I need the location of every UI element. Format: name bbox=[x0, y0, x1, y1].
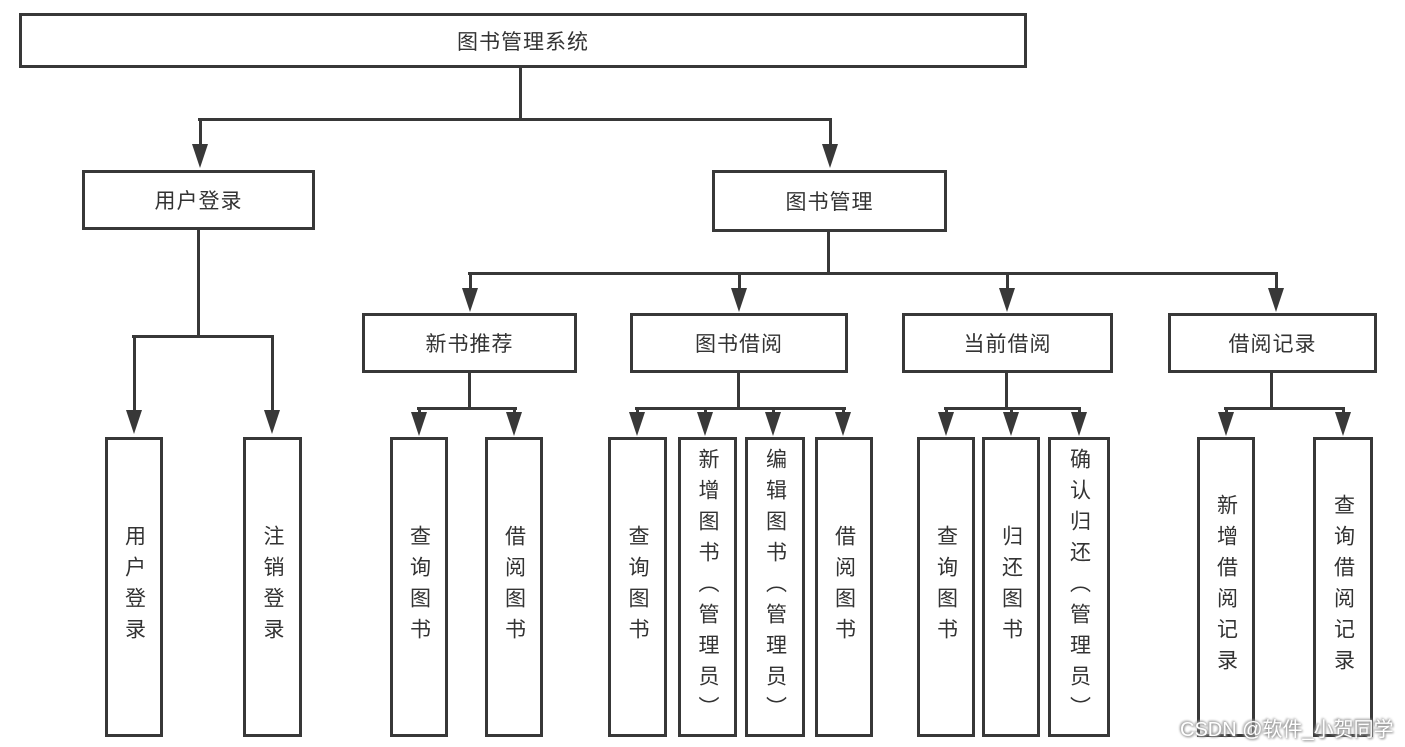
arrow-down-icon bbox=[938, 409, 954, 436]
arrow-down-icon bbox=[835, 409, 851, 436]
connector-vline bbox=[519, 68, 522, 120]
leaf-query-books-borrowing: 查询图书 bbox=[608, 437, 667, 737]
connector-vline bbox=[197, 230, 200, 337]
leaf-label: 查询借阅记录 bbox=[1331, 494, 1355, 680]
arrow-down-icon bbox=[1218, 409, 1234, 436]
node-book-management: 图书管理 bbox=[712, 170, 947, 232]
arrow-down-icon bbox=[1268, 274, 1284, 312]
arrow-down-icon bbox=[126, 337, 142, 434]
leaf-logout: 注销登录 bbox=[243, 437, 302, 737]
arrow-down-icon bbox=[822, 120, 838, 168]
node-current-borrowing: 当前借阅 bbox=[902, 313, 1113, 373]
connector-vline bbox=[1005, 373, 1008, 410]
leaf-query-books-new-book: 查询图书 bbox=[390, 437, 448, 737]
connector-vline bbox=[1270, 373, 1273, 410]
node-new-book-recommend: 新书推荐 bbox=[362, 313, 577, 373]
arrow-down-icon bbox=[1003, 409, 1019, 436]
arrow-down-icon bbox=[765, 409, 781, 436]
arrow-down-icon bbox=[411, 409, 427, 436]
connector-hline bbox=[417, 407, 517, 410]
leaf-label: 注销登录 bbox=[261, 525, 284, 649]
leaf-label: 查询图书 bbox=[934, 525, 958, 649]
leaf-label: 确认归还（管理员） bbox=[1067, 447, 1091, 727]
node-borrowing-records: 借阅记录 bbox=[1168, 313, 1377, 373]
node-user-login-branch: 用户登录 bbox=[82, 170, 315, 230]
node-library-management-system: 图书管理系统 bbox=[19, 13, 1027, 68]
arrow-down-icon bbox=[192, 120, 208, 168]
leaf-label: 新增图书（管理员） bbox=[696, 447, 719, 727]
leaf-borrow-books-borrowing: 借阅图书 bbox=[815, 437, 873, 737]
leaf-query-books-current: 查询图书 bbox=[917, 437, 975, 737]
leaf-user-login: 用户登录 bbox=[105, 437, 163, 737]
leaf-return-books: 归还图书 bbox=[982, 437, 1040, 737]
csdn-watermark: CSDN @软件_小贺同学 bbox=[1180, 719, 1394, 741]
arrow-down-icon bbox=[1335, 409, 1351, 436]
connector-hline bbox=[1224, 407, 1345, 410]
arrow-down-icon bbox=[697, 409, 713, 436]
leaf-confirm-return-admin: 确认归还（管理员） bbox=[1048, 437, 1110, 737]
leaf-label: 查询图书 bbox=[626, 525, 649, 649]
leaf-label: 编辑图书（管理员） bbox=[763, 447, 787, 727]
arrow-down-icon bbox=[731, 274, 747, 312]
connector-hline bbox=[468, 272, 1278, 275]
leaf-label: 用户登录 bbox=[122, 525, 146, 649]
arrow-down-icon bbox=[1071, 409, 1087, 436]
leaf-edit-books-admin: 编辑图书（管理员） bbox=[745, 437, 805, 737]
connector-hline bbox=[635, 407, 846, 410]
leaf-add-borrow-record: 新增借阅记录 bbox=[1197, 437, 1255, 737]
arrow-down-icon bbox=[506, 409, 522, 436]
leaf-label: 查询图书 bbox=[407, 525, 431, 649]
connector-hline bbox=[198, 118, 832, 121]
arrow-down-icon bbox=[462, 274, 478, 312]
connector-vline bbox=[737, 373, 740, 410]
leaf-query-borrow-record: 查询借阅记录 bbox=[1313, 437, 1373, 737]
node-book-borrowing: 图书借阅 bbox=[630, 313, 848, 373]
leaf-label: 归还图书 bbox=[999, 525, 1023, 649]
leaf-label: 借阅图书 bbox=[502, 525, 526, 649]
connector-hline bbox=[944, 407, 1081, 410]
leaf-borrow-books-new-book: 借阅图书 bbox=[485, 437, 543, 737]
arrow-down-icon bbox=[264, 337, 280, 434]
connector-hline bbox=[132, 335, 274, 338]
leaf-label: 借阅图书 bbox=[832, 525, 856, 649]
leaf-label: 新增借阅记录 bbox=[1214, 494, 1238, 680]
leaf-add-books-admin: 新增图书（管理员） bbox=[678, 437, 737, 737]
arrow-down-icon bbox=[999, 274, 1015, 312]
connector-vline bbox=[468, 373, 471, 410]
arrow-down-icon bbox=[629, 409, 645, 436]
connector-vline bbox=[827, 232, 830, 274]
